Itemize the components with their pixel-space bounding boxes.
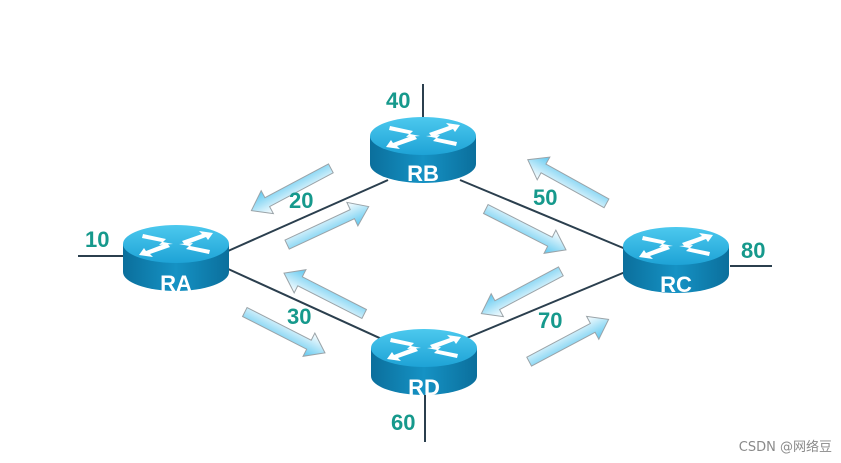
link-rd-rc (461, 269, 631, 341)
network-label-50: 50 (533, 185, 557, 210)
router-ra: RA (123, 225, 229, 296)
network-label-70: 70 (538, 308, 562, 333)
router-label-rd: RD (408, 375, 440, 400)
router-label-rb: RB (407, 161, 439, 186)
router-rb: RB (370, 117, 476, 186)
router-label-rc: RC (660, 272, 692, 297)
network-label-40: 40 (386, 88, 410, 113)
network-label-80: 80 (741, 238, 765, 263)
router-rd: RD (371, 329, 477, 400)
router-label-ra: RA (160, 271, 192, 296)
arrow-rd-to-rc-icon (522, 307, 616, 374)
watermark-text: CSDN @网络豆 (739, 439, 832, 455)
network-label-30: 30 (287, 304, 311, 329)
link-rb-rc (459, 179, 629, 251)
network-label-60: 60 (391, 410, 415, 435)
network-label-10: 10 (85, 227, 109, 252)
link-ra-rd (225, 267, 385, 341)
network-label-20: 20 (289, 188, 313, 213)
router-rc: RC (623, 227, 729, 297)
link-ra-rb (227, 179, 389, 252)
